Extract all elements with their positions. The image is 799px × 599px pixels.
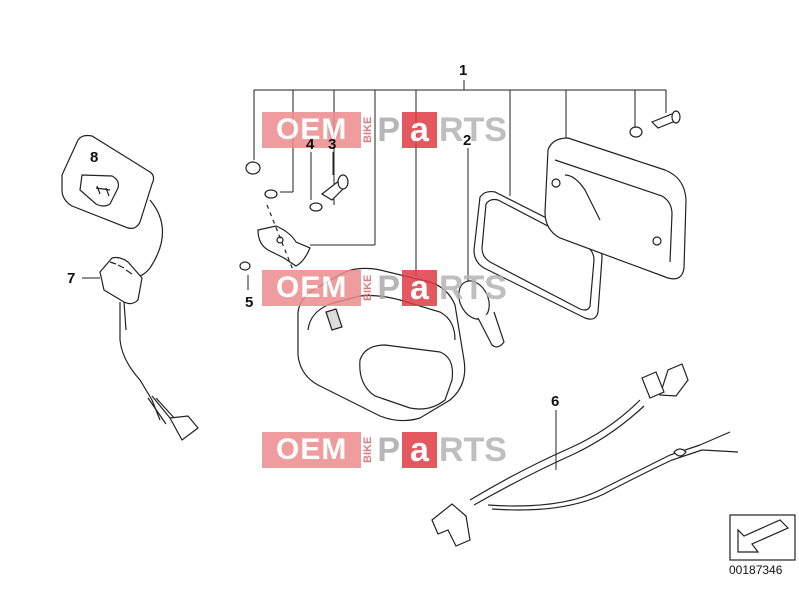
gasket [473,190,603,320]
watermark-rts: RTS [438,269,507,307]
watermark-a: a [402,432,437,468]
watermark-bike: BIKE [362,116,375,144]
watermark-a: a [402,270,437,306]
watermark-rts: RTS [438,431,507,469]
callout-2: 2 [463,132,472,149]
screw-part-3 [309,174,349,212]
watermark-p: P [377,269,401,307]
watermark-bike: BIKE [362,436,375,464]
watermark-bike: BIKE [362,274,375,302]
watermark-oem: OEM [262,432,362,468]
document-number: 00187346 [729,563,783,577]
watermark-oem: OEM [262,270,362,306]
watermark-a: a [402,112,437,148]
bracket [239,161,311,271]
callout-8: 8 [90,149,99,166]
orientation-arrow-box [729,514,796,561]
callout-7: 7 [67,270,76,287]
bulb [458,280,505,348]
housing [544,137,687,280]
watermark-oem: OEM [262,112,362,148]
watermark-p: P [377,431,401,469]
watermark-bottom: OEM BIKE P a RTS [262,432,507,468]
housing-screw [629,110,681,138]
wiring-harness [431,363,739,547]
callout-3: 3 [328,136,337,153]
watermark-rts: RTS [438,111,507,149]
callout-6: 6 [551,393,560,410]
watermark-middle: OEM BIKE P a RTS [262,270,507,306]
callout-4: 4 [306,136,315,153]
taillight-lens [297,267,466,422]
switch-part-7 [99,256,199,441]
callout-5: 5 [245,294,254,311]
watermark-top: OEM BIKE P a RTS [262,112,507,148]
callout-1: 1 [459,62,468,79]
watermark-p: P [377,111,401,149]
switch-symbol-inset [61,134,163,278]
